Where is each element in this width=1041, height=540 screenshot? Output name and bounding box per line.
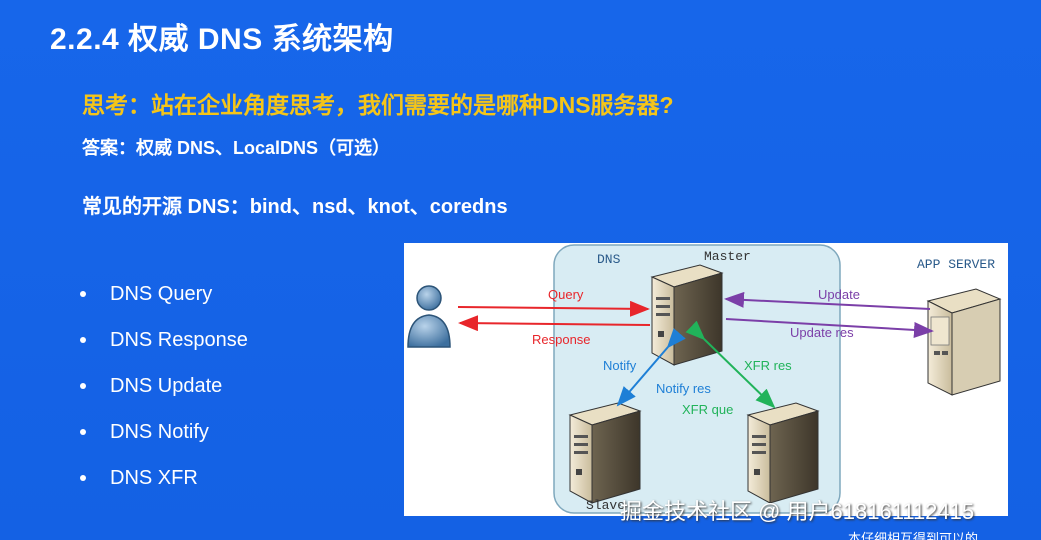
question-text: 思考：站在企业角度思考，我们需要的是哪种DNS服务器?: [82, 92, 674, 118]
slide-title: 2.2.4 权威 DNS 系统架构: [50, 23, 394, 56]
update-res-label: Update res: [790, 325, 854, 340]
bullet-item: DNS Update: [78, 372, 248, 418]
app-server-label: APP SERVER: [917, 257, 995, 272]
bullet-dot: [80, 383, 86, 389]
update-arrow: [724, 291, 931, 310]
user-icon: [407, 285, 451, 348]
bullet-text: DNS Notify: [110, 421, 209, 443]
app-server-icon: [926, 288, 1002, 396]
caption-strip: 本仔细相互得到可以的: [848, 528, 1028, 540]
bullet-list: DNS Query DNS Response DNS Update DNS No…: [78, 280, 248, 510]
bullet-dot: [80, 429, 86, 435]
slave-server-icon: [746, 402, 820, 504]
bullet-dot: [80, 337, 86, 343]
bullet-text: DNS XFR: [110, 467, 198, 489]
response-label: Response: [532, 332, 591, 347]
master-label: Master: [704, 249, 751, 264]
common-dns-text: 常见的开源 DNS：bind、nsd、knot、coredns: [82, 196, 508, 218]
watermark: 掘金技术社区 @ 用户618161112415: [620, 499, 975, 524]
response-arrow: [458, 315, 651, 332]
bullet-dot: [80, 475, 86, 481]
bullet-text: DNS Query: [110, 283, 213, 305]
bullet-dot: [80, 291, 86, 297]
dns-box-label: DNS: [597, 252, 621, 267]
bullet-item: DNS Response: [78, 326, 248, 372]
notify-res-label: Notify res: [656, 381, 711, 396]
slave-server-icon: [568, 402, 642, 504]
xfr-res-label: XFR res: [744, 358, 792, 373]
query-arrow: [457, 300, 650, 317]
bullet-item: DNS XFR: [78, 464, 248, 510]
caption-text: 本仔细相互得到可以的: [848, 531, 979, 540]
diagram-svg: DNS Master APP SERVER: [407, 244, 1002, 514]
query-label: Query: [548, 287, 584, 302]
update-label: Update: [818, 287, 860, 302]
bullet-item: DNS Notify: [78, 418, 248, 464]
bullet-text: DNS Response: [110, 329, 248, 351]
bullet-text: DNS Update: [110, 375, 223, 397]
notify-label: Notify: [603, 358, 637, 373]
bullet-item: DNS Query: [78, 280, 248, 326]
notify-arrow: [616, 328, 686, 407]
xfr-que-label: XFR que: [682, 402, 733, 417]
xfr-arrow: [685, 320, 776, 409]
answer-text: 答案：权威 DNS、LocalDNS（可选）: [82, 138, 391, 158]
slave-label: Slave: [586, 498, 625, 513]
master-server-icon: [650, 264, 724, 366]
dns-architecture-diagram: DNS Master APP SERVER: [404, 243, 1008, 516]
